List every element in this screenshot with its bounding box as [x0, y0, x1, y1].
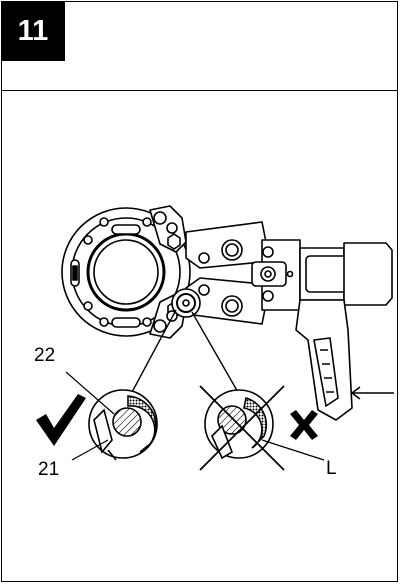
- jaw-arms: [185, 221, 267, 325]
- step-number-badge: 11: [1, 1, 65, 61]
- tool-head: [251, 239, 301, 311]
- detail-leader-lines: [130, 309, 240, 395]
- part-label-22: 22: [34, 345, 56, 366]
- part-label-l: L: [326, 458, 337, 479]
- pivot-roller: [171, 288, 201, 318]
- cross-icon: [290, 410, 318, 440]
- detail-incorrect: [199, 385, 285, 471]
- tool-handle: [295, 299, 353, 421]
- part-leader-lines: [65, 371, 325, 461]
- hydraulic-cylinder: [299, 242, 393, 306]
- header-divider: [1, 90, 397, 91]
- check-icon: [36, 394, 86, 446]
- part-label-21: 21: [38, 459, 60, 480]
- arrow-left-icon: [350, 386, 394, 400]
- press-ring: [61, 207, 191, 337]
